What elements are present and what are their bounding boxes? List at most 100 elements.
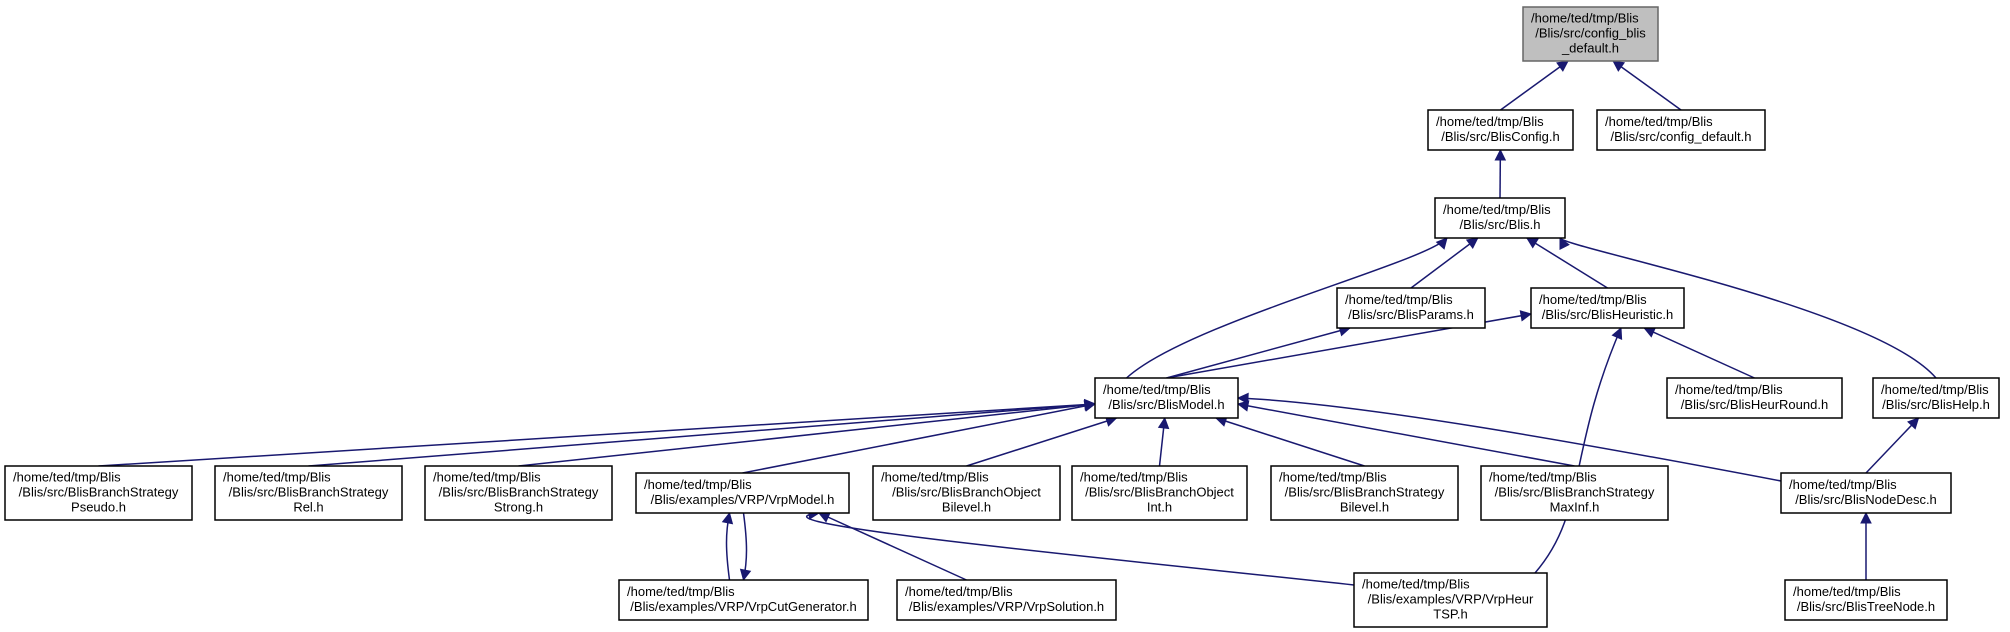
node-label-line: /Blis/src/BlisBranchStrategy bbox=[229, 485, 389, 500]
edge-StratBilevel-to-BlisModel bbox=[1215, 417, 1365, 467]
node-box[interactable] bbox=[1780, 472, 1952, 514]
node-config_bis_default[interactable]: /home/ted/tmp/Blis/Blis/src/config_blis_… bbox=[1522, 6, 1659, 62]
node-VrpModel[interactable]: /home/ted/tmp/Blis/Blis/examples/VRP/Vrp… bbox=[635, 472, 850, 514]
node-BranchRel[interactable]: /home/ted/tmp/Blis/Blis/src/BlisBranchSt… bbox=[214, 465, 403, 521]
node-box[interactable] bbox=[424, 465, 613, 521]
node-label-line: /Blis/src/BlisTreeNode.h bbox=[1797, 599, 1935, 614]
node-BlisConfig[interactable]: /home/ted/tmp/Blis/Blis/src/BlisConfig.h bbox=[1427, 109, 1574, 151]
node-BlisHeuristic[interactable]: /home/ted/tmp/Blis/Blis/src/BlisHeuristi… bbox=[1530, 287, 1685, 329]
node-ObjInt[interactable]: /home/ted/tmp/Blis/Blis/src/BlisBranchOb… bbox=[1071, 465, 1248, 521]
edge-VrpHeurTSP-to-BlisHeuristic bbox=[1534, 327, 1622, 574]
node-label-line: /home/ted/tmp/Blis bbox=[1675, 382, 1783, 397]
node-label-line: /home/ted/tmp/Blis bbox=[881, 470, 989, 485]
arrowhead-BlisModel-to-Blis bbox=[1435, 237, 1448, 250]
node-box[interactable] bbox=[4, 465, 193, 521]
node-BranchPseudo[interactable]: /home/ted/tmp/Blis/Blis/src/BlisBranchSt… bbox=[4, 465, 193, 521]
node-label-line: /Blis/src/BlisBranchStrategy bbox=[1495, 485, 1655, 500]
node-VrpSolution[interactable]: /home/ted/tmp/Blis/Blis/examples/VRP/Vrp… bbox=[896, 579, 1117, 621]
arrowhead-VrpCutGen-to-VrpModel bbox=[721, 511, 734, 525]
node-box[interactable] bbox=[1522, 6, 1659, 62]
node-label-line: /Blis/src/BlisBranchObject bbox=[1085, 485, 1234, 500]
node-box[interactable] bbox=[618, 579, 869, 621]
node-ObjBilevel[interactable]: /home/ted/tmp/Blis/Blis/src/BlisBranchOb… bbox=[872, 465, 1061, 521]
node-label-line: _default.h bbox=[1561, 41, 1619, 56]
node-label-line: /home/ted/tmp/Blis bbox=[1103, 382, 1211, 397]
arrowhead-BlisHeurRound-to-BlisHeuristic bbox=[1643, 327, 1657, 338]
node-label-line: /Blis/src/BlisBranchStrategy bbox=[439, 485, 599, 500]
node-box[interactable] bbox=[1666, 377, 1843, 419]
node-box[interactable] bbox=[1530, 287, 1685, 329]
node-label-line: /Blis/src/Blis.h bbox=[1460, 217, 1541, 232]
edge-config_default-to-config_bis_default bbox=[1612, 60, 1682, 111]
node-label-line: /home/ted/tmp/Blis bbox=[905, 584, 1013, 599]
node-label-line: /home/ted/tmp/Blis bbox=[13, 470, 121, 485]
node-StratMaxInf[interactable]: /home/ted/tmp/Blis/Blis/src/BlisBranchSt… bbox=[1480, 465, 1669, 521]
arrowhead-VrpSolution-to-VrpModel bbox=[817, 512, 831, 523]
arrowhead-config_default-to-config_bis_default bbox=[1612, 60, 1626, 72]
node-BlisParams[interactable]: /home/ted/tmp/Blis/Blis/src/BlisParams.h bbox=[1336, 287, 1486, 329]
node-box[interactable] bbox=[1353, 572, 1548, 628]
node-box[interactable] bbox=[1434, 197, 1566, 239]
node-StratBilevel[interactable]: /home/ted/tmp/Blis/Blis/src/BlisBranchSt… bbox=[1270, 465, 1459, 521]
node-box[interactable] bbox=[635, 472, 850, 514]
node-VrpCutGen[interactable]: /home/ted/tmp/Blis/Blis/examples/VRP/Vrp… bbox=[618, 579, 869, 621]
node-box[interactable] bbox=[1784, 579, 1948, 621]
arrowhead-BlisModel-to-BlisHeuristic bbox=[1519, 310, 1533, 322]
node-label-line: /Blis/src/config_default.h bbox=[1611, 129, 1752, 144]
node-box[interactable] bbox=[214, 465, 403, 521]
node-box[interactable] bbox=[1427, 109, 1574, 151]
arrowhead-TreeNode-to-NodeDesc bbox=[1860, 511, 1872, 524]
edge-NodeDesc-to-BlisHelp bbox=[1865, 417, 1920, 474]
node-label-line: /Blis/examples/VRP/VrpModel.h bbox=[651, 492, 835, 507]
node-label-line: /Blis/src/BlisBranchStrategy bbox=[19, 485, 179, 500]
arrowhead-VrpModel-to-BlisModel bbox=[1083, 400, 1097, 412]
node-label-line: /home/ted/tmp/Blis bbox=[1531, 11, 1639, 26]
arrowhead-VrpModel-to-VrpCutGen bbox=[739, 568, 752, 582]
node-box[interactable] bbox=[1071, 465, 1248, 521]
node-box[interactable] bbox=[1094, 377, 1239, 419]
arrowhead-BlisHeuristic-to-Blis bbox=[1525, 237, 1539, 249]
node-label-line: /Blis/src/BlisNodeDesc.h bbox=[1795, 492, 1937, 507]
node-label-line: /home/ted/tmp/Blis bbox=[627, 584, 735, 599]
node-label-line: /home/ted/tmp/Blis bbox=[1279, 470, 1387, 485]
node-TreeNode[interactable]: /home/ted/tmp/Blis/Blis/src/BlisTreeNode… bbox=[1784, 579, 1948, 621]
node-config_default[interactable]: /home/ted/tmp/Blis/Blis/src/config_defau… bbox=[1596, 109, 1766, 151]
node-Blis[interactable]: /home/ted/tmp/Blis/Blis/src/Blis.h bbox=[1434, 197, 1566, 239]
arrowhead-BlisConfig-to-config_bis_default bbox=[1556, 60, 1569, 72]
edge-ObjBilevel-to-BlisModel bbox=[966, 417, 1117, 467]
node-box[interactable] bbox=[872, 465, 1061, 521]
node-label-line: /Blis/src/BlisHeurRound.h bbox=[1681, 397, 1828, 412]
arrowhead-BlisHelp-to-Blis bbox=[1559, 236, 1570, 250]
edge-BlisModel-to-BlisParams bbox=[1166, 327, 1351, 379]
edge-BlisHeurRound-to-BlisHeuristic bbox=[1643, 327, 1755, 379]
node-box[interactable] bbox=[1872, 377, 2000, 419]
node-label-line: TSP.h bbox=[1433, 607, 1467, 622]
edge-VrpHeurTSP-to-VrpModel bbox=[806, 512, 1355, 586]
arrowhead-ObjInt-to-BlisModel bbox=[1157, 416, 1170, 430]
node-label-line: /home/ted/tmp/Blis bbox=[1443, 202, 1551, 217]
node-VrpHeurTSP[interactable]: /home/ted/tmp/Blis/Blis/examples/VRP/Vrp… bbox=[1353, 572, 1548, 628]
arrowhead-VrpHeurTSP-to-BlisHeuristic bbox=[1611, 326, 1623, 340]
node-BlisHeurRound[interactable]: /home/ted/tmp/Blis/Blis/src/BlisHeurRoun… bbox=[1666, 377, 1843, 419]
node-NodeDesc[interactable]: /home/ted/tmp/Blis/Blis/src/BlisNodeDesc… bbox=[1780, 472, 1952, 514]
node-label-line: /Blis/src/BlisParams.h bbox=[1348, 307, 1474, 322]
node-BranchStrong[interactable]: /home/ted/tmp/Blis/Blis/src/BlisBranchSt… bbox=[424, 465, 613, 521]
edge-BlisParams-to-Blis bbox=[1410, 237, 1479, 289]
node-label-line: /Blis/src/BlisModel.h bbox=[1108, 397, 1224, 412]
node-label-line: Int.h bbox=[1147, 500, 1172, 515]
edge-BranchPseudo-to-BlisModel bbox=[98, 403, 1096, 467]
node-box[interactable] bbox=[1270, 465, 1459, 521]
edge-BlisConfig-to-config_bis_default bbox=[1500, 60, 1569, 111]
node-BlisModel[interactable]: /home/ted/tmp/Blis/Blis/src/BlisModel.h bbox=[1094, 377, 1239, 419]
node-label-line: /home/ted/tmp/Blis bbox=[1605, 114, 1713, 129]
node-BlisHelp[interactable]: /home/ted/tmp/Blis/Blis/src/BlisHelp.h bbox=[1872, 377, 2000, 419]
node-box[interactable] bbox=[896, 579, 1117, 621]
edge-VrpModel-to-BlisModel bbox=[742, 403, 1096, 474]
node-label-line: /home/ted/tmp/Blis bbox=[1345, 292, 1453, 307]
node-box[interactable] bbox=[1480, 465, 1669, 521]
node-box[interactable] bbox=[1596, 109, 1766, 151]
node-label-line: /home/ted/tmp/Blis bbox=[1362, 577, 1470, 592]
nodes-layer: /home/ted/tmp/Blis/Blis/src/config_blis_… bbox=[4, 6, 2000, 628]
node-label-line: /home/ted/tmp/Blis bbox=[1436, 114, 1544, 129]
node-box[interactable] bbox=[1336, 287, 1486, 329]
